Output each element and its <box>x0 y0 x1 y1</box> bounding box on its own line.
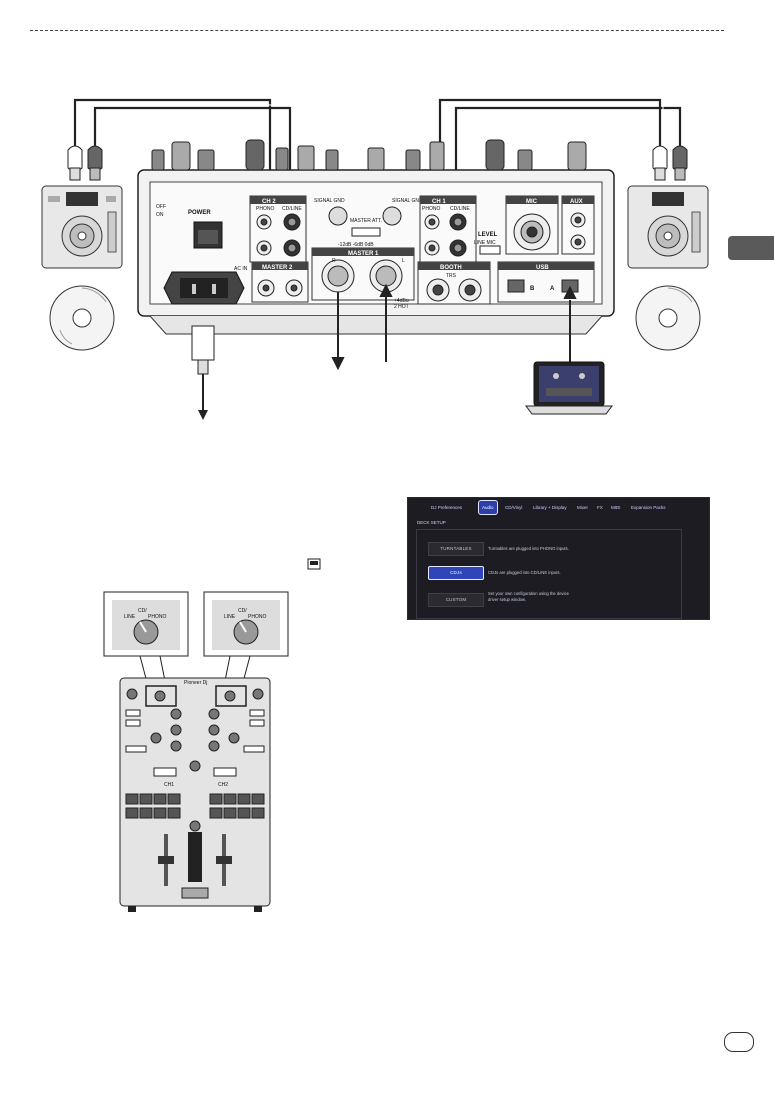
tab-expansion-packs[interactable]: Expansion Packs <box>631 505 666 510</box>
booth-jacks <box>426 278 482 302</box>
usb-cable <box>563 285 577 362</box>
custom-description: Set your own configuration using the dev… <box>488 591 570 596</box>
master1-cables <box>331 283 393 371</box>
right-rca-plugs <box>652 145 688 181</box>
ch2-cdline: CD/LINE <box>282 206 302 212</box>
mixer-ch1-label: CH1 <box>164 782 174 788</box>
master-att-label: MASTER ATT. <box>350 218 382 224</box>
callout-left-cd: CD/ <box>138 608 147 614</box>
on-label: ON <box>156 212 164 218</box>
signal-gnd-left: SIGNAL GND <box>314 198 345 204</box>
tab-dj-preferences[interactable]: DJ Preferences <box>431 505 463 510</box>
callout-left-line: LINE <box>124 614 136 620</box>
att-values: -12dB -6dB 0dB <box>338 242 374 248</box>
master-att-switch <box>351 227 381 237</box>
line-mic-label: LINE MIC <box>474 240 496 246</box>
callout-right-cd: CD/ <box>238 608 247 614</box>
signal-gnd-right: SIGNAL GND <box>392 198 423 204</box>
tab-mixer[interactable]: Mixer <box>577 505 588 510</box>
turntables-button[interactable]: TURNTABLES <box>428 542 484 556</box>
section-side-tab <box>728 236 774 260</box>
master1-l: L <box>402 258 405 264</box>
right-cd-disc <box>635 285 701 351</box>
aux-jacks <box>570 212 586 250</box>
ch1-label: CH 1 <box>432 199 446 205</box>
booth-trs: TRS <box>446 273 457 279</box>
usb-a-label: A <box>550 286 555 292</box>
aux-label: AUX <box>570 199 583 205</box>
master1-xlr-jacks <box>321 259 403 293</box>
booth-label: BOOTH <box>440 265 462 271</box>
deck-setup-title: DECK SETUP <box>417 520 446 525</box>
power-label: POWER <box>188 210 211 216</box>
off-label: OFF <box>156 204 166 210</box>
line-mic-switch <box>479 245 501 255</box>
master2-jacks <box>257 279 303 297</box>
laptop-computer <box>525 361 613 415</box>
settings-tabs: DJ Preferences Audio CD/Vinyl Library + … <box>408 500 709 515</box>
turntables-description: Turntables are plugged into PHONO inputs… <box>488 546 569 551</box>
power-cord <box>191 325 215 420</box>
master1-r: R <box>332 258 336 264</box>
cdjs-button[interactable]: CDJs <box>428 566 484 580</box>
callout-left <box>103 591 189 657</box>
master2-label: MASTER 2 <box>262 265 293 271</box>
tab-midi[interactable]: MIDI <box>611 505 621 510</box>
signal-gnd-right-terminal <box>382 206 402 226</box>
usb-b-port <box>507 279 525 293</box>
usb-device-icon <box>307 558 321 570</box>
tab-cd-vinyl[interactable]: CD/Vinyl <box>505 505 523 510</box>
ch1-jacks <box>424 213 467 257</box>
balanced-note2: 2 HOT <box>394 304 409 310</box>
language-page-badge <box>724 1032 754 1052</box>
ch1-cdline: CD/LINE <box>450 206 470 212</box>
left-cd-disc <box>49 285 115 351</box>
level-label: LEVEL <box>478 232 498 238</box>
deck-setup-panel <box>416 529 682 619</box>
right-cdj-player <box>627 185 709 269</box>
callout-right-line: LINE <box>224 614 236 620</box>
top-dashed-rule <box>30 30 724 31</box>
usb-label: USB <box>536 265 549 271</box>
tab-library-display[interactable]: Library + Display <box>533 505 567 510</box>
custom-description-2: driver setup window. <box>488 597 526 602</box>
callout-right-phono: PHONO <box>248 614 266 620</box>
mic-combo-jack <box>513 213 551 251</box>
mixer-brand: Pioneer Dj <box>184 680 207 686</box>
ch2-phono: PHONO <box>256 206 274 212</box>
mixer-top-view: CD/ LINE PHONO CD/ LINE PHONO <box>103 591 289 912</box>
balanced-note: +4dBu <box>394 298 409 304</box>
power-switch <box>193 221 223 249</box>
ac-in-label: AC IN <box>234 266 248 272</box>
custom-button[interactable]: CUSTOM <box>428 593 484 607</box>
usb-b-label: B <box>530 286 535 292</box>
left-cdj-player <box>41 185 123 269</box>
left-rca-plugs <box>67 145 103 181</box>
callout-right <box>203 591 289 657</box>
ch2-label: CH 2 <box>262 199 276 205</box>
signal-gnd-left-terminal <box>328 206 348 226</box>
connection-diagram: POWER OFF ON AC IN CH 2 PHONO CD/LINE SI… <box>41 96 709 420</box>
tab-audio[interactable]: Audio <box>478 500 498 515</box>
ch2-jacks <box>256 213 301 257</box>
callout-left-phono: PHONO <box>148 614 166 620</box>
software-settings-window: DJ Preferences Audio CD/Vinyl Library + … <box>407 497 710 620</box>
tab-fx[interactable]: FX <box>597 505 603 510</box>
mic-label: MIC <box>526 199 538 205</box>
ch1-phono: PHONO <box>422 206 440 212</box>
master1-label: MASTER 1 <box>348 251 379 257</box>
cdjs-description: CDJs are plugged into CD/LINE inputs. <box>488 570 561 575</box>
mixer-body <box>119 677 271 912</box>
ac-in-socket <box>163 271 245 305</box>
mixer-ch2-label: CH2 <box>218 782 228 788</box>
